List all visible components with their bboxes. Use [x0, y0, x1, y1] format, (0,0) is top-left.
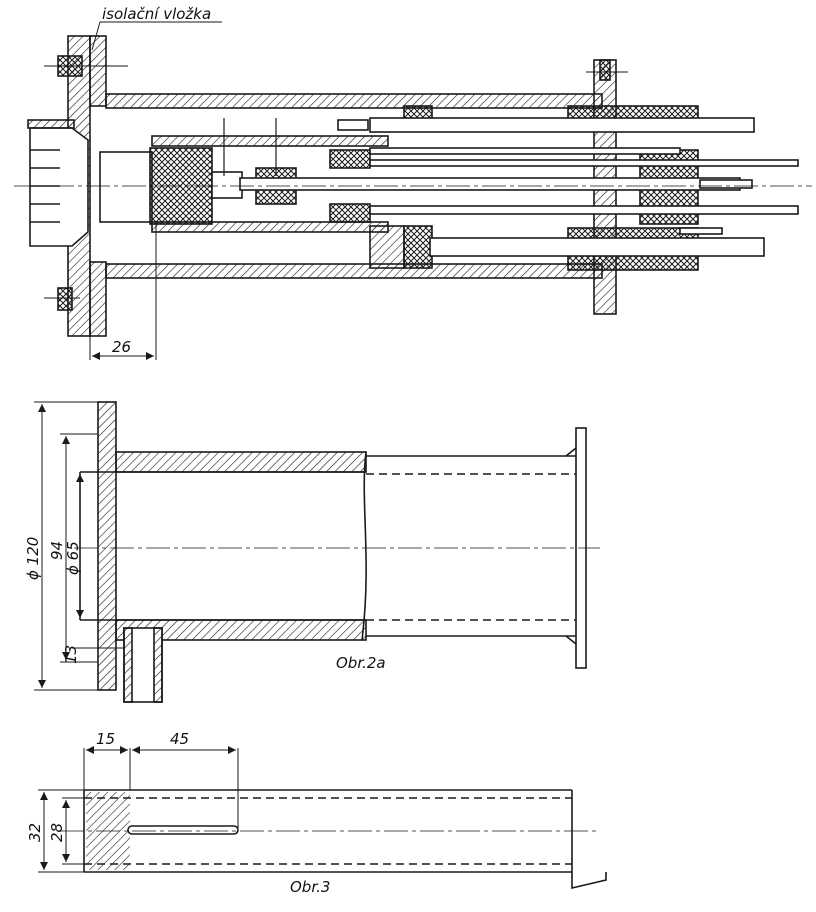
dim-15: 15	[96, 730, 115, 748]
rod-4	[429, 237, 765, 257]
flange-lip-top	[89, 35, 107, 107]
figure-1-assembly	[14, 21, 812, 360]
connector-housing	[29, 127, 89, 247]
dim-32: 32	[26, 823, 44, 842]
label-fig3: Obr.3	[290, 878, 330, 896]
fig2a-wall-top	[115, 451, 367, 473]
dim-45: 45	[170, 730, 189, 748]
figure-3-sleeve	[38, 746, 607, 890]
rod-2	[369, 159, 799, 167]
fig3-slot	[127, 825, 239, 835]
dim-13: 13	[62, 645, 80, 664]
lamp-bulb	[211, 171, 243, 199]
dim-65: ϕ 65	[64, 541, 82, 575]
label-fig2a: Obr.2a	[336, 654, 386, 672]
bolt-bottom	[57, 287, 73, 311]
fig3-tab	[571, 872, 607, 890]
right-bolt	[599, 59, 611, 81]
inner-sleeve-top	[151, 135, 389, 147]
tube-wall-bottom	[105, 263, 603, 279]
figure-2a-tube	[34, 401, 600, 703]
label-insulation-insert: isolační vložka	[102, 5, 211, 23]
tube-wall-top	[105, 93, 603, 109]
lamp-socket	[99, 151, 153, 223]
flange-lip-bottom	[89, 261, 107, 337]
rod-1	[369, 117, 755, 133]
dim-28: 28	[48, 823, 66, 842]
fig2a-left-flange	[97, 401, 117, 691]
rod-3	[369, 205, 799, 215]
inner-sleeve-bottom	[151, 221, 389, 233]
dim-26: 26	[112, 338, 131, 356]
dim-94: 94	[48, 541, 66, 560]
dim-120: ϕ 120	[24, 537, 42, 580]
